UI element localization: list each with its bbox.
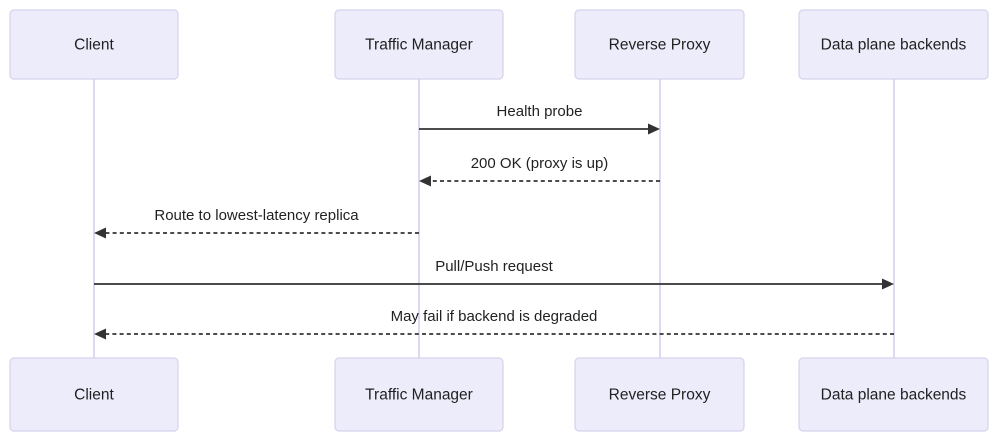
- participant-box-traffic-manager[interactable]: [334, 357, 504, 432]
- participant-label-client: Client: [74, 387, 114, 404]
- participant-box-client[interactable]: [9, 357, 179, 432]
- message-5-may-fail-if-backend-is-degraded: May fail if backend is degraded: [94, 308, 894, 340]
- participant-label-traffic-manager: Traffic Manager: [365, 387, 473, 404]
- participant-box-traffic-manager[interactable]: [334, 9, 504, 80]
- participant-label-traffic-manager: Traffic Manager: [365, 37, 473, 54]
- participant-box-data-plane-backends[interactable]: [798, 357, 989, 432]
- message-arrowhead-1: [648, 123, 660, 135]
- message-arrowhead-2: [419, 175, 431, 187]
- participant-client-top[interactable]: Client: [9, 9, 179, 80]
- lifelines-layer: [93, 79, 895, 358]
- participant-label-data-plane-backends: Data plane backends: [821, 387, 967, 404]
- message-arrowhead-3: [94, 227, 106, 239]
- message-arrowhead-5: [94, 328, 106, 340]
- participant-box-client[interactable]: [9, 9, 179, 80]
- participant-box-reverse-proxy[interactable]: [574, 9, 745, 80]
- participant-data-plane-backends-top[interactable]: Data plane backends: [798, 9, 989, 80]
- message-2-200-ok-proxy-is-up: 200 OK (proxy is up): [419, 155, 660, 187]
- message-4-pull-push-request: Pull/Push request: [94, 258, 894, 290]
- participant-label-reverse-proxy: Reverse Proxy: [609, 387, 711, 404]
- message-arrowhead-4: [882, 278, 894, 290]
- message-label-1: Health probe: [497, 103, 583, 120]
- message-label-4: Pull/Push request: [435, 258, 553, 275]
- participant-traffic-manager-top[interactable]: Traffic Manager: [334, 9, 504, 80]
- participant-reverse-proxy-top[interactable]: Reverse Proxy: [574, 9, 745, 80]
- message-3-route-to-lowest-latency-replica: Route to lowest-latency replica: [94, 207, 419, 239]
- participant-data-plane-backends-bottom[interactable]: Data plane backends: [798, 357, 989, 432]
- participant-label-reverse-proxy: Reverse Proxy: [609, 37, 711, 54]
- message-label-5: May fail if backend is degraded: [391, 308, 598, 325]
- participant-boxes-bottom: Client Traffic Manager Reverse Proxy Data p…: [9, 357, 989, 432]
- participant-label-data-plane-backends: Data plane backends: [821, 37, 967, 54]
- message-label-3: Route to lowest-latency replica: [154, 207, 359, 224]
- participant-box-data-plane-backends[interactable]: [798, 9, 989, 80]
- messages-layer: Health probe 200 OK (proxy is up) Route to…: [94, 103, 894, 340]
- message-1-health-probe: Health probe: [419, 103, 660, 135]
- participant-label-client: Client: [74, 37, 114, 54]
- participant-client-bottom[interactable]: Client: [9, 357, 179, 432]
- participant-boxes-top: Client Traffic Manager Reverse Proxy Data p…: [9, 9, 989, 80]
- message-label-2: 200 OK (proxy is up): [471, 155, 609, 172]
- participant-traffic-manager-bottom[interactable]: Traffic Manager: [334, 357, 504, 432]
- participant-reverse-proxy-bottom[interactable]: Reverse Proxy: [574, 357, 745, 432]
- participant-box-reverse-proxy[interactable]: [574, 357, 745, 432]
